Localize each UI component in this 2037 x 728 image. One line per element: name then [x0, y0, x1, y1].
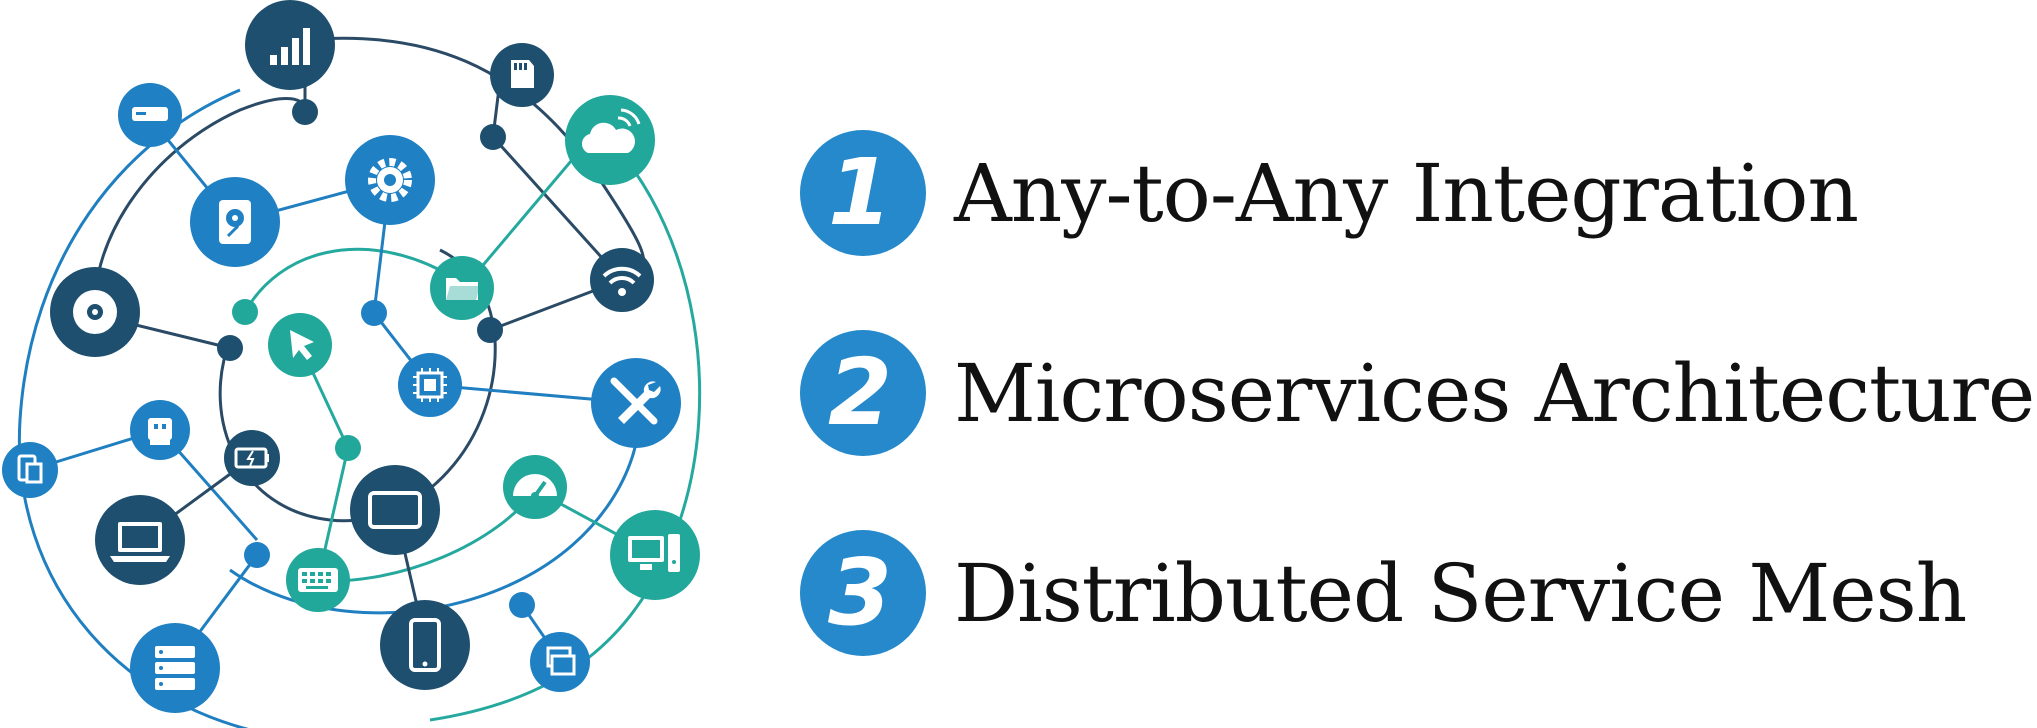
phone-file-icon	[2, 442, 58, 498]
junction-dot	[480, 124, 506, 150]
usb-icon	[130, 400, 190, 460]
feature-label: Any-to-Any Integration	[954, 146, 1859, 240]
number-badge: 3	[800, 530, 926, 656]
feature-number: 1	[827, 139, 892, 246]
feature-label: Microservices Architecture	[954, 346, 2035, 440]
gauge-icon	[503, 455, 567, 519]
junction-dot	[244, 542, 270, 568]
laptop-icon	[95, 495, 185, 585]
feature-item: 2 Microservices Architecture	[800, 328, 2035, 458]
ring-navy-mid	[93, 96, 307, 316]
feature-list: 1 Any-to-Any Integration 2 Microservices…	[800, 100, 2035, 660]
feature-item: 1 Any-to-Any Integration	[800, 128, 1859, 258]
junction-dot	[232, 299, 258, 325]
hard-disk-icon	[190, 177, 280, 267]
tablet-icon	[350, 465, 440, 555]
ring-teal-inner	[243, 247, 441, 313]
battery-icon	[224, 430, 280, 486]
junction-dot	[361, 300, 387, 326]
link-6	[491, 135, 624, 282]
gear-icon	[345, 135, 435, 225]
keyboard-icon	[286, 548, 350, 612]
junction-dot	[217, 335, 243, 361]
sd-card-icon	[490, 43, 554, 107]
ring-navy-top	[304, 36, 646, 272]
cloud-icon	[565, 95, 655, 185]
server-icon	[130, 623, 220, 713]
number-badge: 1	[800, 130, 926, 256]
feature-number: 3	[827, 539, 892, 646]
junction-dot	[335, 435, 361, 461]
tools-icon	[591, 358, 681, 448]
desktop-icon	[610, 510, 700, 600]
windows-icon	[530, 632, 590, 692]
junction-dot	[292, 99, 318, 125]
smartphone-icon	[380, 600, 470, 690]
number-badge: 2	[800, 330, 926, 456]
cursor-icon	[268, 313, 332, 377]
wifi-icon	[590, 248, 654, 312]
junction-dot	[509, 592, 535, 618]
chip-icon	[398, 353, 462, 417]
folder-icon	[430, 256, 494, 320]
signal-bars-icon	[245, 0, 335, 90]
drive-icon	[118, 83, 182, 147]
disc-icon	[50, 267, 140, 357]
network-diagram	[2, 0, 702, 728]
feature-label: Distributed Service Mesh	[954, 546, 1967, 640]
feature-item: 3 Distributed Service Mesh	[800, 528, 1967, 658]
feature-number: 2	[827, 339, 892, 446]
junction-dot	[477, 317, 503, 343]
